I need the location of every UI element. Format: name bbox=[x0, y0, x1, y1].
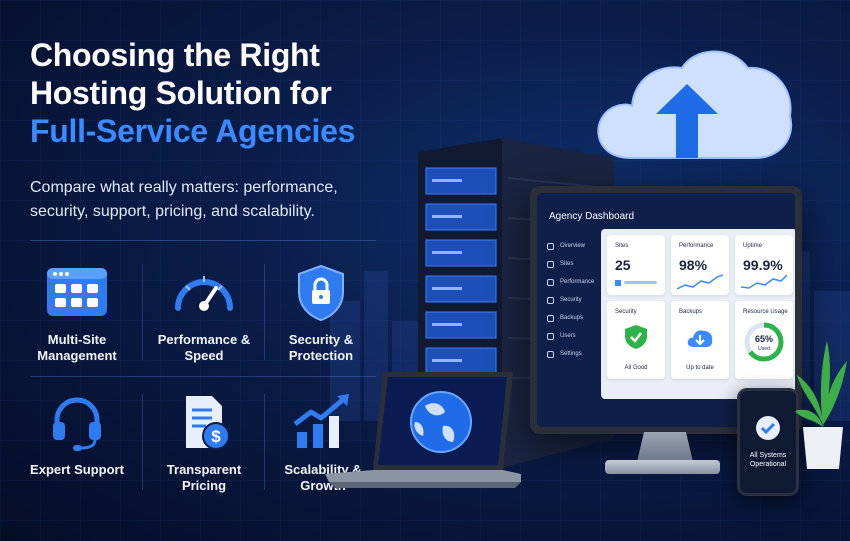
feature-label: Multi-Site Management bbox=[37, 332, 117, 363]
trend-icon bbox=[547, 278, 554, 286]
card-resource-usage[interactable]: Resource Usage 65% Used bbox=[735, 301, 793, 379]
divider bbox=[30, 240, 376, 241]
feature-label: Expert Support bbox=[30, 462, 124, 477]
subtitle: Compare what really matters: performance… bbox=[30, 179, 338, 220]
card-title: Security bbox=[615, 309, 637, 315]
sidebar-item-sites[interactable]: Sites bbox=[547, 255, 605, 273]
usage-sub: Used bbox=[758, 346, 770, 352]
card-value: 99.9% bbox=[743, 257, 783, 273]
list-icon bbox=[547, 260, 554, 268]
sidebar-item-performance[interactable]: Performance bbox=[547, 273, 605, 291]
card-title: Performance bbox=[679, 243, 714, 249]
dashboard-panel: Sites 25 Performance 98% Uptime 99.9% Se… bbox=[601, 229, 795, 399]
dashboard-sidebar: Overview Sites Performance Security Back… bbox=[547, 237, 605, 363]
feature-multi-site: Multi-Site Management bbox=[18, 264, 136, 364]
sparkline-icon bbox=[741, 274, 787, 289]
shield-icon bbox=[547, 296, 554, 304]
sparkline-icon bbox=[677, 274, 723, 290]
card-performance[interactable]: Performance 98% bbox=[671, 235, 729, 295]
feature-security: Security & Protection bbox=[262, 264, 380, 364]
svg-text:$: $ bbox=[211, 427, 221, 446]
card-status: Up to date bbox=[686, 365, 714, 371]
card-status: All Good bbox=[624, 365, 648, 371]
divider bbox=[30, 376, 376, 377]
divider bbox=[264, 264, 265, 360]
card-value: 98% bbox=[679, 257, 708, 273]
feature-label: Transparent Pricing bbox=[166, 462, 242, 493]
phone-status-text: All Systems Operational bbox=[749, 452, 787, 468]
headset-icon bbox=[45, 394, 109, 452]
invoice-dollar-icon: $ bbox=[172, 394, 236, 452]
sidebar-item-label: Users bbox=[560, 333, 576, 339]
sidebar-item-label: Settings bbox=[560, 351, 582, 357]
card-uptime[interactable]: Uptime 99.9% bbox=[735, 235, 793, 295]
headphones-icon bbox=[547, 242, 554, 250]
divider bbox=[264, 394, 265, 490]
growth-chart-icon bbox=[291, 394, 355, 452]
database-icon bbox=[547, 314, 554, 322]
sidebar-item-label: Overview bbox=[560, 243, 586, 249]
feature-pricing: $ Transparent Pricing bbox=[145, 394, 263, 494]
phone: All Systems Operational bbox=[737, 388, 799, 496]
monitor-stand bbox=[637, 432, 693, 462]
divider bbox=[142, 264, 143, 360]
usage-donut bbox=[744, 322, 784, 362]
sidebar-item-label: Sites bbox=[560, 261, 574, 267]
dashboard-title: Agency Dashboard bbox=[549, 211, 635, 222]
sidebar-item-label: Performance bbox=[560, 279, 595, 285]
headline-line-1: Choosing the Right bbox=[30, 37, 320, 73]
sidebar-item-security[interactable]: Security bbox=[547, 291, 605, 309]
sidebar-item-users[interactable]: Users bbox=[547, 327, 605, 345]
plant bbox=[795, 341, 847, 469]
speedometer-icon bbox=[172, 264, 236, 322]
card-title: Sites bbox=[615, 243, 629, 249]
headline-line-3: Full-Service Agencies bbox=[30, 113, 356, 149]
feature-performance: Performance & Speed bbox=[145, 264, 263, 364]
sidebar-item-label: Backups bbox=[560, 315, 584, 321]
users-icon bbox=[547, 332, 554, 340]
cloud-upload-icon bbox=[597, 50, 793, 159]
divider bbox=[142, 394, 143, 490]
card-title: Uptime bbox=[743, 243, 763, 249]
dashboard-screen: Agency Dashboard Overview Sites Performa… bbox=[537, 193, 795, 427]
feature-label: Performance & Speed bbox=[157, 332, 251, 363]
card-value: 25 bbox=[615, 257, 631, 273]
sidebar-item-settings[interactable]: Settings bbox=[547, 345, 605, 363]
sidebar-item-label: Security bbox=[560, 297, 582, 303]
card-title: Backups bbox=[679, 309, 703, 315]
headline: Choosing the Right Hosting Solution for … bbox=[30, 36, 430, 150]
browser-grid-icon bbox=[45, 264, 109, 322]
usage-value: 65% bbox=[754, 334, 773, 344]
laptop bbox=[325, 372, 521, 488]
monitor-base bbox=[605, 460, 720, 474]
sites-bar-icon bbox=[615, 280, 657, 286]
gear-icon bbox=[547, 350, 554, 358]
shield-check-icon bbox=[625, 325, 647, 349]
shield-lock-icon bbox=[289, 264, 353, 322]
feature-label: Security & Protection bbox=[288, 332, 354, 363]
sidebar-item-backups[interactable]: Backups bbox=[547, 309, 605, 327]
check-circle-icon bbox=[756, 416, 780, 440]
card-backups[interactable]: Backups Up to date bbox=[671, 301, 729, 379]
sidebar-item-overview[interactable]: Overview bbox=[547, 237, 605, 255]
card-sites[interactable]: Sites 25 bbox=[607, 235, 665, 295]
card-security[interactable]: Security All Good bbox=[607, 301, 665, 379]
card-title: Resource Usage bbox=[743, 309, 788, 315]
feature-support: Expert Support bbox=[18, 394, 136, 478]
headline-line-2: Hosting Solution for bbox=[30, 75, 332, 111]
cloud-download-icon bbox=[687, 330, 713, 347]
